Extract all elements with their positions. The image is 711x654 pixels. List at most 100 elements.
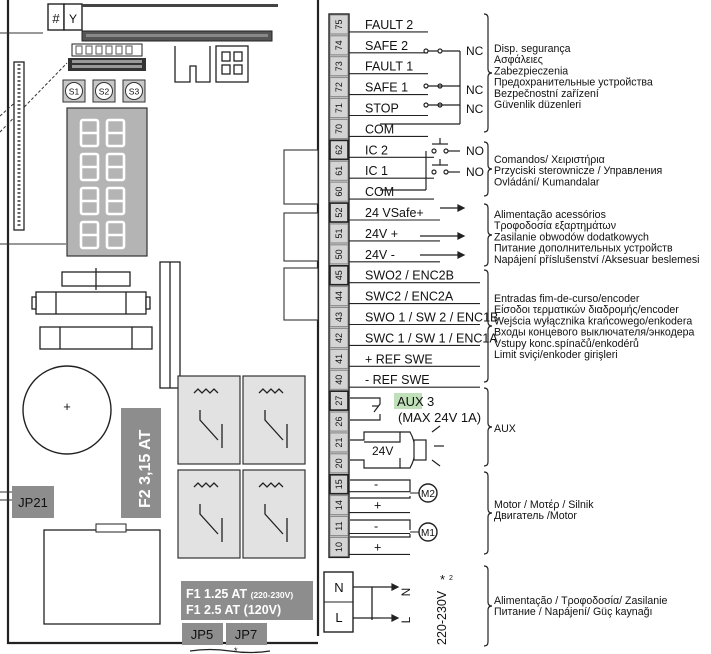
- terminal-label-40: - REF SWE: [365, 373, 430, 387]
- terminal-number: 62: [334, 145, 344, 155]
- terminal-number: 44: [334, 291, 344, 301]
- group-line: Ασφάλειες: [494, 54, 543, 66]
- motor-m2-wiring: [350, 479, 411, 499]
- f1-rating-120v: F1 2.5 AT (120V): [186, 603, 281, 617]
- pushbutton-s1: S1: [62, 79, 86, 103]
- terminal-label-60: COM: [365, 185, 394, 199]
- terminal-11[interactable]: 11: [329, 516, 349, 536]
- terminal-number: 45: [334, 270, 344, 280]
- terminal-61[interactable]: 61: [329, 160, 349, 181]
- pushbutton-s3: S3: [122, 79, 146, 103]
- terminal-14[interactable]: 14: [329, 495, 349, 515]
- terminal-73[interactable]: 73: [329, 56, 349, 77]
- terminal-20[interactable]: 20: [329, 453, 349, 474]
- group-line: Предохранительные устройства: [494, 77, 653, 89]
- group-line: Ovládání/ Kumandalar: [494, 176, 600, 188]
- terminal-52[interactable]: 52: [329, 202, 349, 223]
- terminal-number: 60: [334, 187, 344, 197]
- fuse-holder-3: [39, 326, 153, 350]
- terminal-label-11: -: [374, 520, 378, 534]
- group-line: Güvenlik düzenleri: [494, 99, 581, 111]
- group-line: Vstupy konc.spínačů/enkodérů: [494, 338, 639, 350]
- terminal-45[interactable]: 45: [329, 264, 349, 286]
- power-terminal-block: N L: [323, 571, 380, 633]
- command-contacts: [380, 138, 460, 191]
- terminal-label-14: +: [374, 499, 381, 513]
- dip-switch: [68, 43, 146, 71]
- terminal-75[interactable]: 75: [329, 14, 349, 35]
- terminal-50[interactable]: 50: [329, 244, 349, 265]
- terminal-70[interactable]: 70: [329, 119, 349, 139]
- terminal-label-72: SAFE 1: [365, 81, 408, 95]
- motor-m1-wiring: [350, 519, 411, 538]
- power-superscript: 2: [449, 575, 453, 582]
- power-terminal-n: N: [334, 580, 343, 595]
- terminal-43[interactable]: 43: [329, 307, 349, 327]
- terminal-26[interactable]: 26: [329, 411, 349, 432]
- terminal-label-45: SWO2 / ENC2B: [365, 269, 454, 283]
- terminal-71[interactable]: 71: [329, 98, 349, 118]
- group-line: Τροφοδοσία εξαρτημάτων: [494, 220, 616, 232]
- terminal-21[interactable]: 21: [329, 432, 349, 453]
- brace-motor: [483, 471, 493, 555]
- terminal-number: 27: [334, 396, 344, 406]
- safety-contacts: [380, 48, 461, 125]
- terminal-number: 50: [334, 249, 344, 259]
- brace-safety: [483, 13, 493, 133]
- terminal-label-71: STOP: [365, 102, 399, 116]
- terminal-number: 26: [334, 417, 344, 427]
- terminal-label-42: SWC 1 / SW 1 / ENC1A: [365, 331, 498, 345]
- terminal-42[interactable]: 42: [329, 328, 349, 348]
- terminal-label-52: 24 VSafe+: [365, 206, 424, 220]
- terminal-label-51: 24V +: [365, 227, 398, 241]
- terminal-10[interactable]: 10: [329, 537, 349, 557]
- warning-lamp-icon: [350, 425, 444, 469]
- bottom-cable: [189, 648, 271, 654]
- jp5-label: JP5: [191, 627, 213, 642]
- terminal-number: 40: [334, 375, 344, 385]
- terminal-60[interactable]: 60: [329, 181, 349, 202]
- terminal-51[interactable]: 51: [329, 223, 349, 244]
- jumper-jp21: JP21: [0, 486, 54, 518]
- group-line: Питание / Napájení/ Güç kaynağı: [494, 606, 652, 618]
- power-asterisk: *: [440, 572, 445, 587]
- leader-lines: [0, 32, 68, 245]
- terminal-label-62: IC 2: [365, 143, 388, 157]
- terminal-number: 42: [334, 333, 344, 343]
- group-braces: [483, 13, 493, 647]
- terminal-72[interactable]: 72: [329, 77, 349, 97]
- terminal-number: 51: [334, 228, 344, 238]
- terminal-label-74: SAFE 2: [365, 39, 408, 53]
- group-line: Zasilanie obwodów dodatkowych: [494, 231, 649, 243]
- terminal-44[interactable]: 44: [329, 286, 349, 306]
- hash-label: #: [52, 11, 60, 26]
- terminal-15[interactable]: 15: [329, 473, 349, 495]
- seven-segment-display: [66, 107, 148, 257]
- power-voltage-label: 220-230V: [435, 590, 449, 645]
- f2-fuse-label: F2 3,15 AT: [137, 430, 154, 508]
- terminal-number: 41: [334, 354, 344, 364]
- terminal-27[interactable]: 27: [329, 390, 349, 411]
- terminal-number: 10: [334, 542, 344, 552]
- terminal-number: 71: [334, 103, 344, 113]
- top-block-hash: #: [47, 3, 65, 31]
- group-line: Alimentação / Τροφοδοσία/ Zasilanie: [494, 595, 667, 607]
- terminal-number: 21: [334, 437, 344, 447]
- transformer: [43, 523, 161, 625]
- lamp-voltage-label: 24V: [372, 444, 393, 458]
- terminal-62[interactable]: 62: [329, 139, 349, 161]
- terminal-41[interactable]: 41: [329, 349, 349, 369]
- m1-label: M1: [421, 528, 435, 539]
- terminal-number: 52: [334, 208, 344, 218]
- terminal-74[interactable]: 74: [329, 35, 349, 56]
- group-line: Napájení příslušenství /Aksesuar besleme…: [494, 254, 700, 266]
- relay-3: [177, 469, 241, 559]
- y-label: Y: [69, 12, 77, 26]
- aux-label: AUX: [397, 394, 424, 409]
- terminal-40[interactable]: 40: [329, 369, 349, 390]
